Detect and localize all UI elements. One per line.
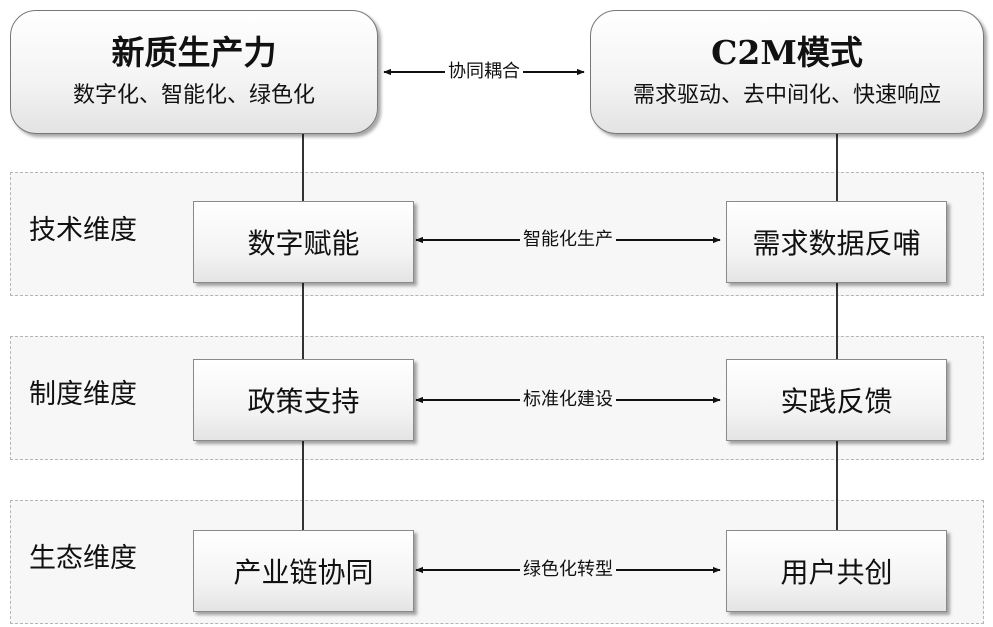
dimension-label-institution: 制度维度 [29,379,137,410]
c2m-model-title: C2M模式 [711,33,863,72]
edge-label-green-transformation: 绿色化转型 [520,559,616,581]
node-policy-support: 政策支持 [193,359,414,441]
edge-label-intelligent-production: 智能化生产 [520,229,616,251]
c2m-model-subtitle: 需求驱动、去中间化、快速响应 [632,83,941,108]
new-productivity-subtitle: 数字化、智能化、绿色化 [72,83,315,108]
left-vertical-connector [302,134,304,538]
new-productivity-title: 新质生产力 [111,33,277,72]
c2m-model-box: C2M模式 需求驱动、去中间化、快速响应 [590,10,984,134]
dimension-label-ecology: 生态维度 [29,543,137,574]
node-demand-data-feedback: 需求数据反哺 [726,201,947,283]
node-digital-empowerment: 数字赋能 [193,201,414,283]
node-practice-feedback: 实践反馈 [726,359,947,441]
new-productivity-box: 新质生产力 数字化、智能化、绿色化 [10,10,378,134]
dimension-label-technology: 技术维度 [29,215,137,246]
node-industry-chain-synergy: 产业链协同 [193,530,414,612]
right-vertical-connector [836,134,838,538]
node-user-co-creation: 用户共创 [726,530,947,612]
edge-label-coupling: 协同耦合 [445,61,523,83]
edge-label-standardization: 标准化建设 [520,389,616,411]
